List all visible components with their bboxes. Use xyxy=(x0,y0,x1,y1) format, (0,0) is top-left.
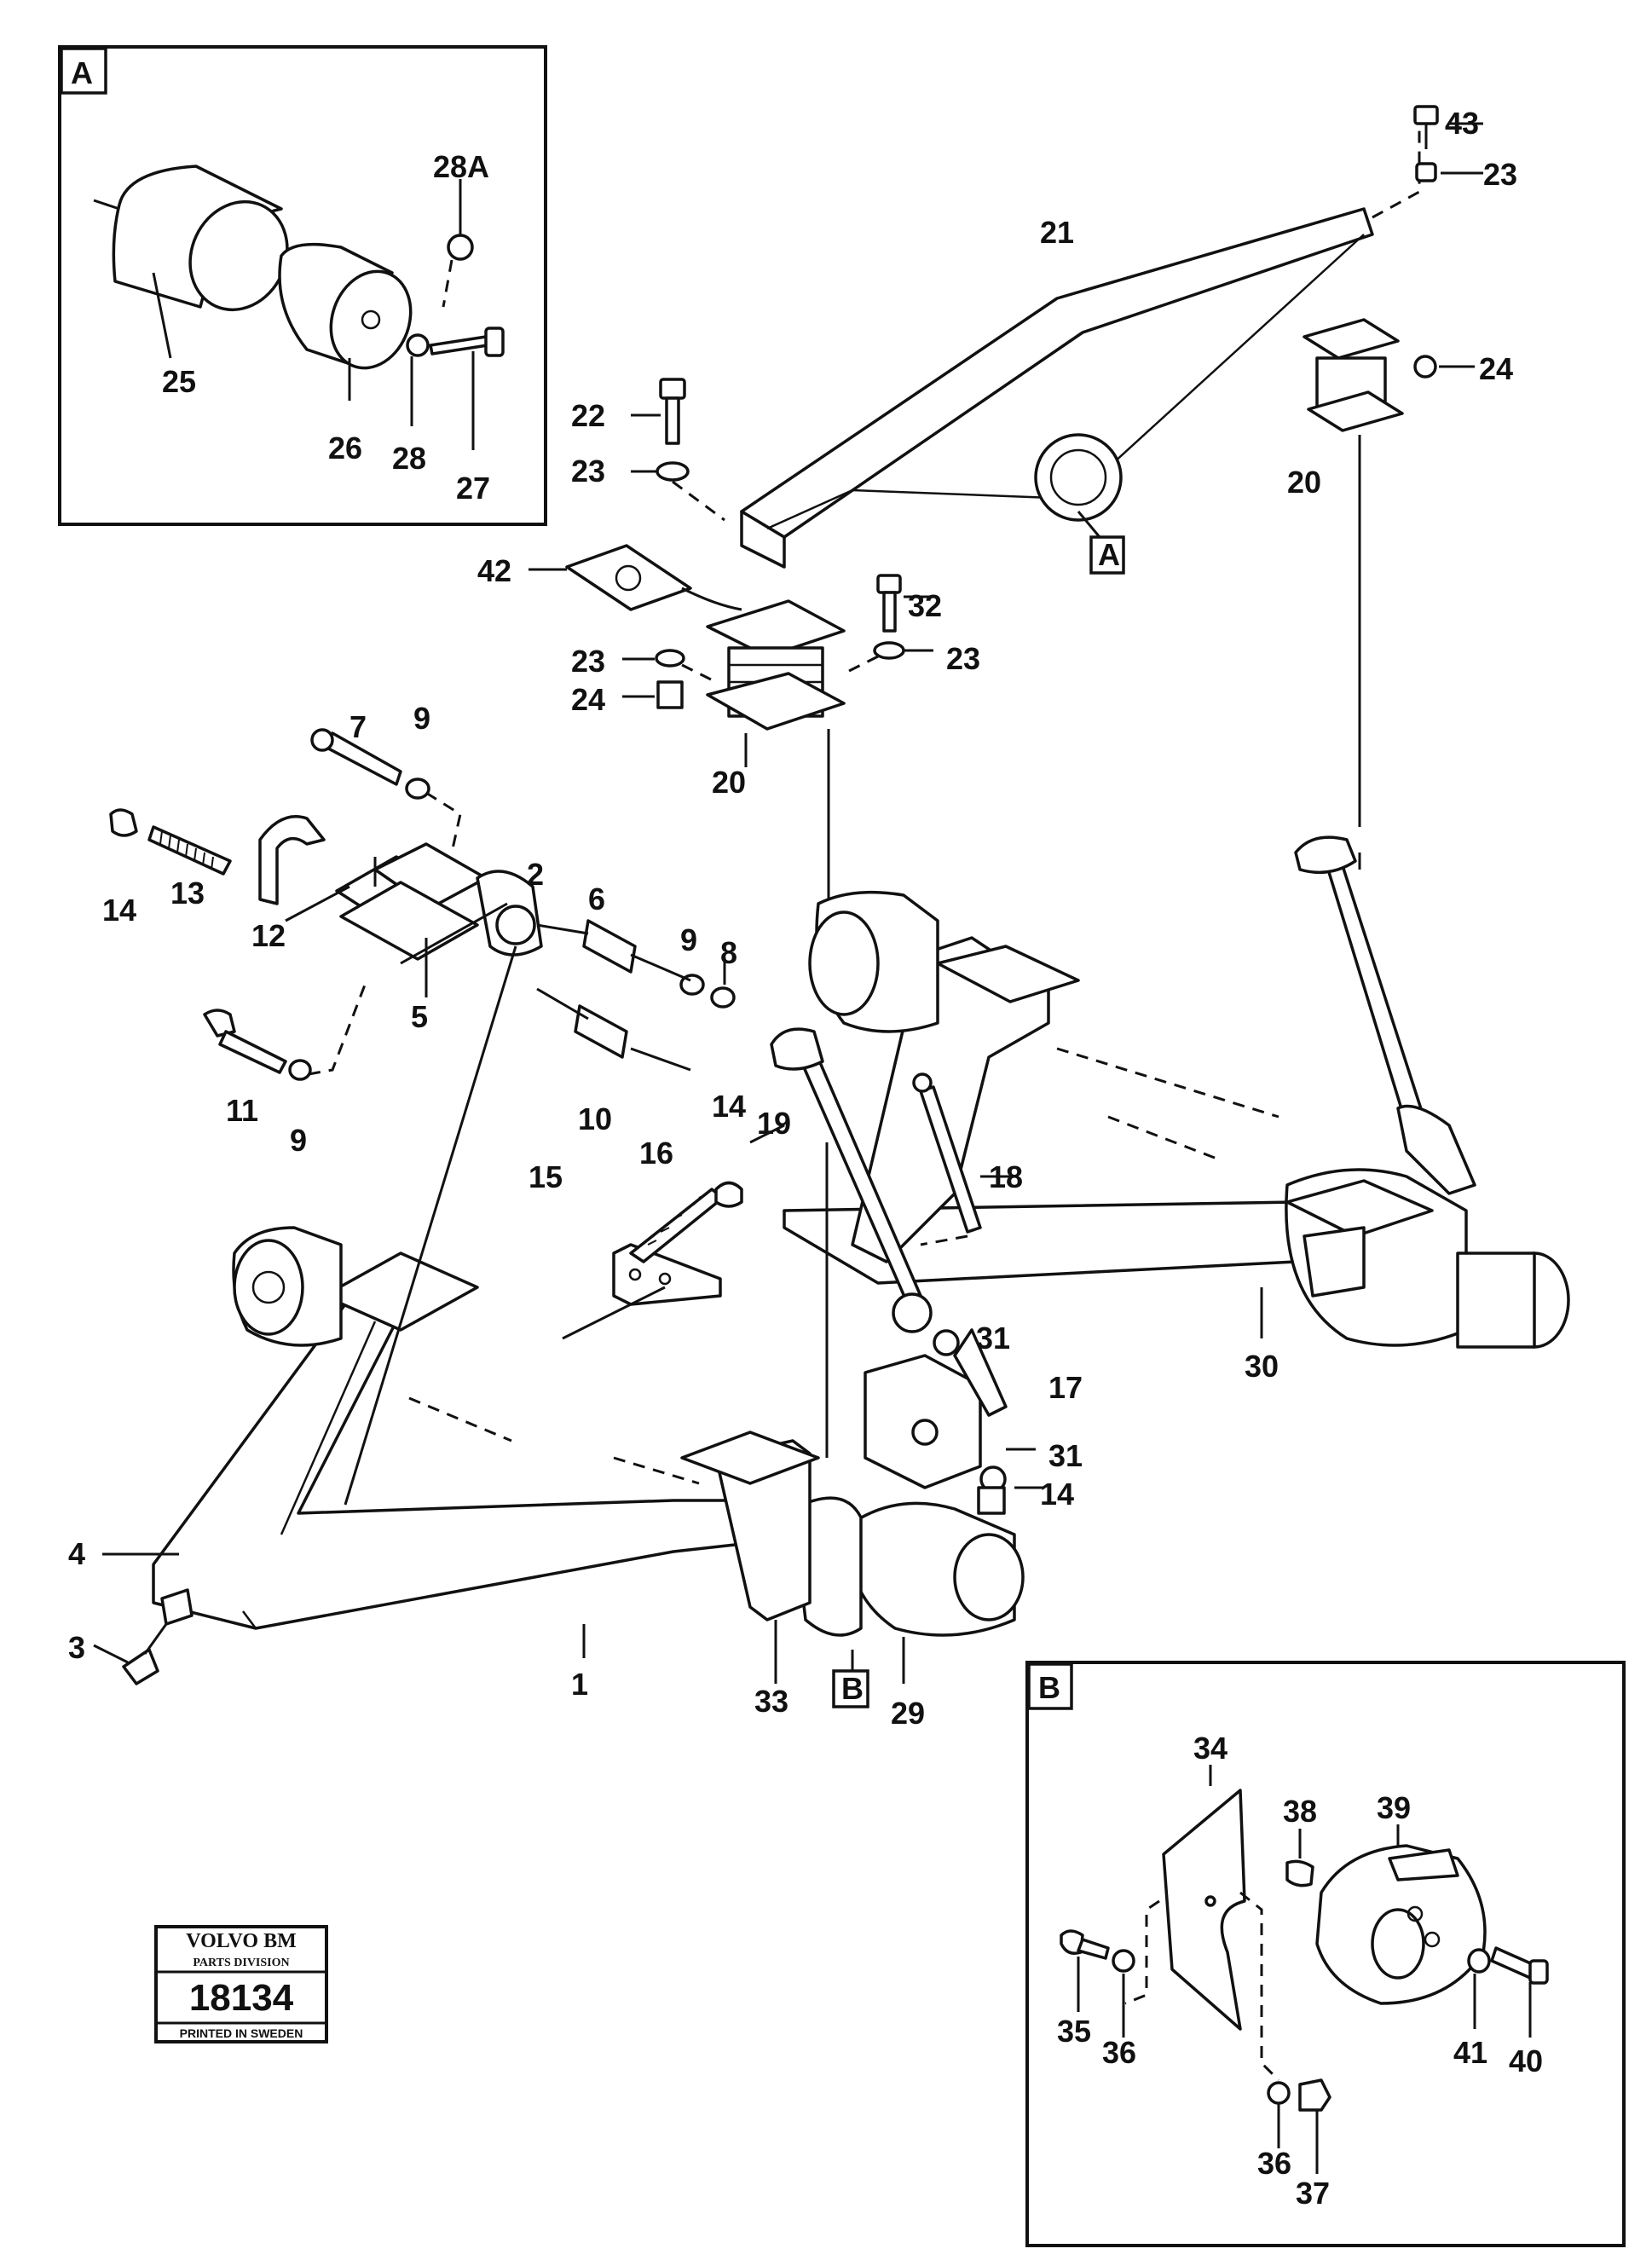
label-40: 40 xyxy=(1509,2043,1543,2078)
label-23-mid: 23 xyxy=(571,644,605,679)
label-36b: 36 xyxy=(1257,2146,1291,2181)
label-10: 10 xyxy=(578,1101,612,1136)
detail-a-panel: A xyxy=(58,45,547,526)
label-23-left: 23 xyxy=(571,454,605,488)
stamp-division: PARTS DIVISION xyxy=(193,1957,289,1969)
label-37: 37 xyxy=(1296,2176,1330,2211)
label-12: 12 xyxy=(251,918,286,953)
label-4: 4 xyxy=(68,1536,85,1571)
label-31-top: 31 xyxy=(976,1321,1010,1356)
label-28a: 28A xyxy=(433,149,489,184)
label-14-mid: 14 xyxy=(712,1089,746,1124)
label-15: 15 xyxy=(529,1159,563,1194)
rear-frame xyxy=(749,835,1570,1458)
stamp-number: 18134 xyxy=(189,1977,294,2019)
label-26: 26 xyxy=(328,431,362,465)
label-33: 33 xyxy=(754,1684,788,1719)
label-11: 11 xyxy=(226,1093,258,1128)
label-36a: 36 xyxy=(1102,2035,1136,2070)
label-8: 8 xyxy=(720,935,737,970)
label-14-bottom: 14 xyxy=(1040,1477,1074,1512)
callout-a: A xyxy=(1098,537,1120,572)
detail-b-tag: B xyxy=(1038,1670,1060,1705)
label-29: 29 xyxy=(891,1696,925,1731)
label-31-bottom: 31 xyxy=(1048,1438,1083,1473)
clamp-group xyxy=(109,728,743,1506)
label-9-bottom: 9 xyxy=(290,1123,307,1158)
label-22: 22 xyxy=(571,398,605,433)
label-35: 35 xyxy=(1057,2014,1091,2049)
label-32: 32 xyxy=(908,588,942,623)
label-30: 30 xyxy=(1245,1349,1279,1384)
label-5: 5 xyxy=(411,999,428,1034)
label-23-right: 23 xyxy=(946,641,980,676)
label-17: 17 xyxy=(1048,1370,1083,1405)
label-6: 6 xyxy=(588,882,605,916)
label-41: 41 xyxy=(1453,2035,1487,2070)
label-38: 38 xyxy=(1283,1794,1317,1829)
label-23-top: 23 xyxy=(1483,157,1517,192)
beam-assembly: A xyxy=(740,105,1483,827)
detail-a-tag: A xyxy=(71,55,93,90)
front-frame: B xyxy=(93,1226,1044,1708)
label-7: 7 xyxy=(349,709,367,744)
label-21: 21 xyxy=(1040,215,1074,250)
label-9-mid: 9 xyxy=(680,922,697,957)
left-mount-group xyxy=(529,378,933,921)
label-20-left: 20 xyxy=(712,765,746,800)
label-27: 27 xyxy=(456,471,490,506)
label-18: 18 xyxy=(989,1159,1023,1194)
detail-b-panel: B xyxy=(1025,1661,1626,2247)
label-24-right: 24 xyxy=(1479,351,1513,386)
label-1: 1 xyxy=(571,1667,588,1702)
label-25: 25 xyxy=(162,364,196,399)
label-16: 16 xyxy=(639,1136,673,1171)
label-19: 19 xyxy=(757,1106,791,1141)
label-28: 28 xyxy=(392,441,426,476)
label-24-left: 24 xyxy=(571,682,605,717)
label-14-left: 14 xyxy=(102,893,136,928)
label-34: 34 xyxy=(1193,1731,1227,1766)
label-42: 42 xyxy=(477,553,511,588)
label-43: 43 xyxy=(1445,106,1479,141)
volvo-bm-stamp: VOLVO BM PARTS DIVISION 18134 PRINTED IN… xyxy=(154,1925,328,2043)
label-39: 39 xyxy=(1377,1790,1411,1825)
label-13: 13 xyxy=(170,876,205,910)
stamp-printed: PRINTED IN SWEDEN xyxy=(180,2026,303,2040)
label-2: 2 xyxy=(527,857,544,892)
stamp-brand: VOLVO BM xyxy=(186,1930,297,1952)
label-20-right: 20 xyxy=(1287,465,1321,500)
label-9-top: 9 xyxy=(413,701,430,736)
callout-b: B xyxy=(841,1671,864,1706)
label-3: 3 xyxy=(68,1630,85,1665)
